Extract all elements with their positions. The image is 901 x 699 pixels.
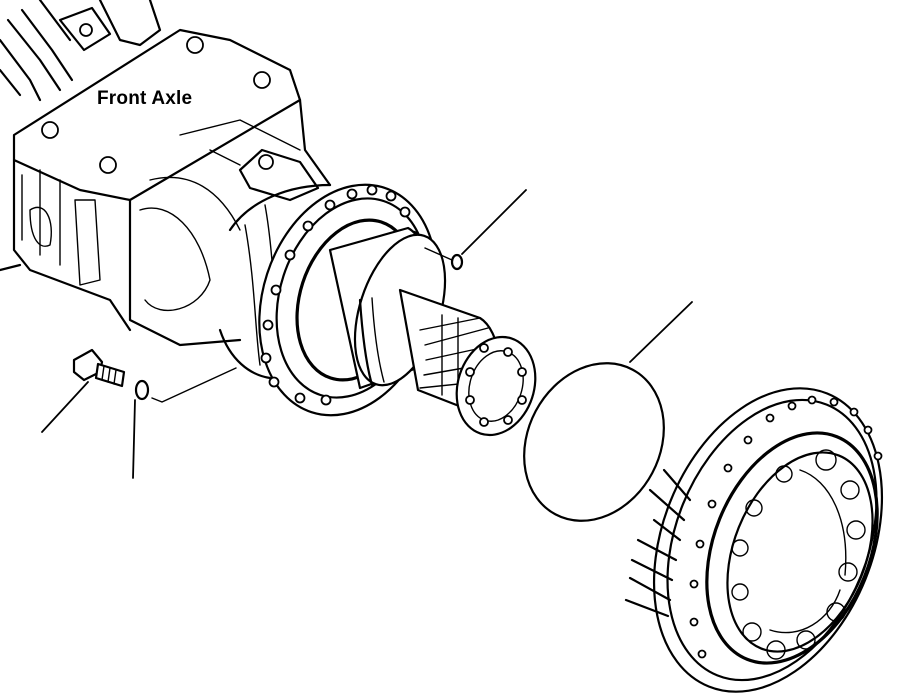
mounting-bolt — [41, 348, 126, 433]
large-o-ring — [523, 301, 693, 522]
front-axle-label: Front Axle — [97, 88, 193, 109]
hub-assembly — [624, 387, 884, 693]
small-o-ring — [424, 189, 527, 271]
washer — [132, 367, 237, 479]
axle-housing — [0, 0, 332, 380]
spindle-shaft — [328, 226, 537, 437]
